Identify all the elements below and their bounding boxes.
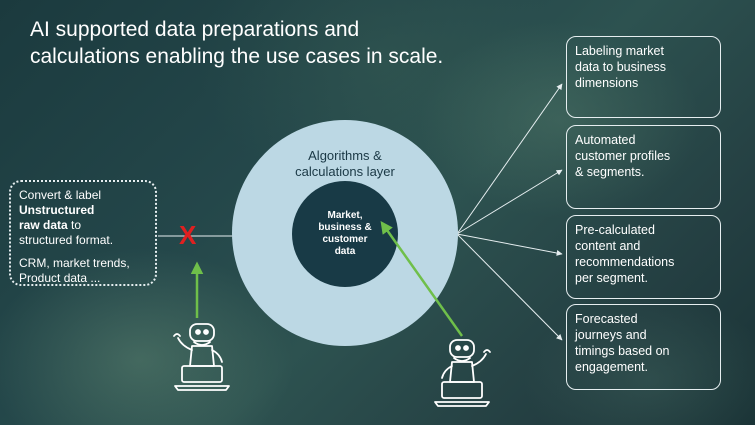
output-box-recommendations: Pre-calculated content and recommendatio…	[566, 215, 721, 299]
output-arrow-1	[456, 83, 563, 235]
algorithms-label-line-2: calculations layer	[295, 164, 395, 179]
output-line: Forecasted	[575, 312, 638, 326]
output-line: content and	[575, 239, 641, 253]
core-data-line-1: Market,	[327, 210, 363, 221]
output-line: customer profiles	[575, 149, 671, 163]
blocked-x-icon: X	[179, 220, 197, 250]
output-line: timings based on	[575, 344, 670, 358]
raw-data-line-4: structured format.	[19, 233, 114, 247]
output-arrow-3	[456, 233, 563, 256]
robot-laptop-icon-right	[434, 339, 491, 407]
raw-data-line-3: to	[67, 218, 82, 232]
core-data-line-2: business &	[318, 222, 372, 233]
algorithms-label-line-1: Algorithms &	[308, 148, 382, 163]
raw-data-bold-2: raw data	[19, 218, 68, 232]
core-data-circle: Market, business & customer data	[292, 181, 398, 287]
title-line-2: calculations enabling the use cases in s…	[30, 45, 444, 68]
output-line: Automated	[575, 133, 636, 147]
output-line: engagement.	[575, 360, 648, 374]
core-data-line-3: customer	[322, 234, 368, 245]
output-box-labeling: Labeling market data to business dimensi…	[566, 36, 721, 118]
raw-data-box: Convert & label Unstructured raw data to…	[9, 180, 157, 286]
output-box-forecasting: Forecasted journeys and timings based on…	[566, 304, 721, 390]
output-box-profiles: Automated customer profiles & segments.	[566, 125, 721, 209]
output-line: per segment.	[575, 271, 648, 285]
output-arrow-4	[456, 233, 563, 341]
output-line: recommendations	[575, 255, 675, 269]
raw-data-line-1: Convert & label	[19, 188, 102, 202]
algorithms-layer-label: Algorithms & calculations layer	[278, 148, 412, 180]
output-line: dimensions	[575, 76, 639, 90]
robot-laptop-icon	[173, 323, 230, 391]
title-line-1: AI supported data preparations and	[30, 18, 360, 41]
raw-data-bold-1: Unstructured	[19, 203, 95, 217]
output-arrow-2	[456, 169, 563, 235]
raw-data-line-6: Product data ...	[19, 271, 101, 285]
core-data-line-4: data	[334, 246, 356, 257]
output-line: Pre-calculated	[575, 223, 655, 237]
output-line: Labeling market	[575, 44, 664, 58]
output-line: journeys and	[575, 328, 647, 342]
output-line: & segments.	[575, 165, 645, 179]
slide-title: AI supported data preparations and calcu…	[30, 16, 550, 70]
raw-data-line-5: CRM, market trends,	[19, 256, 130, 270]
right-robot-arrow	[380, 220, 464, 337]
output-line: data to business	[575, 60, 667, 74]
